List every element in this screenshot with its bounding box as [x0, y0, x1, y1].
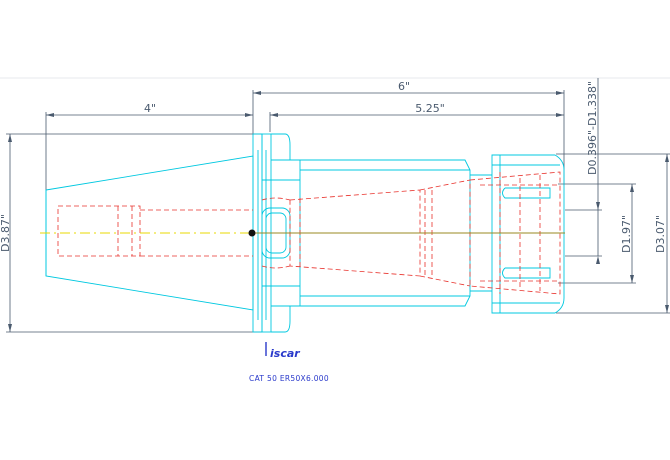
body-length-label: 5.25": [415, 102, 445, 115]
flange-diameter-label: D3.87": [0, 214, 12, 252]
collet-bore-label: D0.396"-D1.338": [586, 81, 599, 175]
overall-length-label: 6": [398, 80, 410, 93]
dimension-lines: [0, 77, 670, 333]
iscar-logo: iscar: [265, 342, 300, 360]
svg-text:iscar: iscar: [270, 347, 300, 360]
taper-length-label: 4": [144, 102, 156, 115]
part-number-caption: CAT 50 ER50X6.000: [249, 374, 329, 383]
hidden-lines: [57, 171, 561, 295]
inner-diameter-label: D1.97": [620, 215, 633, 253]
nut-diameter-label: D3.07": [654, 215, 667, 253]
dimension-arrows: [8, 91, 669, 332]
center-line: [40, 229, 565, 237]
center-point-marker: [248, 229, 256, 237]
